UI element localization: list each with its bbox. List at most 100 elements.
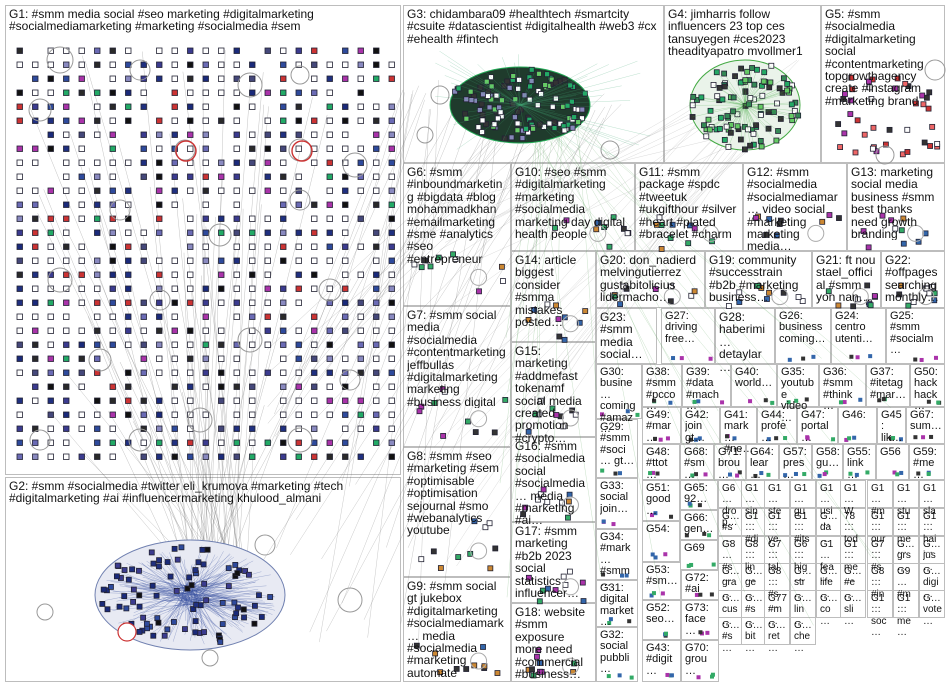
user-node — [853, 150, 858, 155]
user-node — [141, 104, 147, 110]
user-node — [219, 216, 225, 222]
user-node — [312, 412, 318, 418]
user-node — [389, 62, 395, 68]
group-label: G51: good… — [646, 483, 677, 517]
user-node — [157, 272, 163, 278]
user-node — [110, 258, 116, 264]
user-node — [79, 174, 85, 180]
user-node — [389, 146, 395, 152]
user-node — [17, 412, 23, 418]
user-node — [64, 356, 70, 362]
node-ring — [202, 650, 218, 666]
user-node — [659, 246, 664, 251]
user-node — [265, 118, 271, 124]
group-label: G50: hack hack… — [914, 367, 942, 413]
user-node — [296, 384, 302, 390]
group-panel-mini-44: G… vote… — [919, 590, 945, 618]
user-node — [265, 440, 271, 446]
cross-group-edge — [209, 50, 225, 594]
group-panel-g36: G36: #smm #think… — [819, 364, 866, 407]
user-node — [126, 577, 131, 582]
user-node — [250, 258, 256, 264]
user-node — [374, 146, 380, 152]
user-node — [250, 300, 256, 306]
user-node — [680, 356, 684, 360]
user-node — [855, 118, 860, 123]
user-node — [17, 216, 23, 222]
user-node — [895, 472, 899, 476]
user-node — [48, 300, 54, 306]
group-panel-mini-0: G6… drop… — [718, 480, 744, 508]
user-node — [256, 593, 261, 598]
group-label: G13: marketing social media business #sm… — [851, 166, 942, 240]
user-node — [64, 314, 70, 320]
user-node — [456, 86, 461, 91]
group-panel-mini-32: G… #e… — [840, 563, 866, 591]
group-label: G3: chidambara09 #healthtech #smartcity … — [407, 8, 661, 45]
user-node — [141, 342, 147, 348]
user-node — [250, 146, 256, 152]
user-node — [250, 188, 256, 194]
group-panel-mini-24: G7… #s… — [867, 536, 893, 564]
user-node — [374, 384, 380, 390]
user-node — [188, 258, 194, 264]
user-node — [64, 370, 70, 376]
user-node — [389, 244, 395, 250]
user-node — [296, 104, 302, 110]
user-node — [374, 440, 380, 446]
user-node — [150, 583, 155, 588]
user-node — [172, 342, 178, 348]
group-panel-g42: G42: join gt… — [681, 407, 720, 444]
user-node — [312, 90, 318, 96]
user-node — [64, 118, 70, 124]
user-node — [64, 90, 70, 96]
user-node — [296, 440, 302, 446]
group-label: G72: #ai — [685, 573, 716, 596]
user-node — [48, 118, 54, 124]
group-panel-mini-30: G… str… — [790, 563, 816, 591]
user-node — [557, 334, 562, 339]
user-node — [312, 286, 318, 292]
user-node — [358, 300, 364, 306]
user-node — [48, 76, 54, 82]
user-node — [374, 286, 380, 292]
user-node — [17, 258, 23, 264]
user-node — [33, 300, 39, 306]
user-node — [33, 314, 39, 320]
user-node — [552, 120, 557, 125]
user-node — [48, 216, 54, 222]
user-node — [157, 188, 163, 194]
user-node — [234, 286, 240, 292]
user-node — [110, 118, 116, 124]
user-node — [389, 258, 395, 264]
user-node — [296, 230, 302, 236]
user-node — [48, 244, 54, 250]
user-node — [95, 188, 101, 194]
user-node — [358, 398, 364, 404]
user-node — [265, 272, 271, 278]
node-ring — [431, 86, 449, 104]
user-node — [79, 188, 85, 194]
user-node — [172, 356, 178, 362]
user-node — [374, 258, 380, 264]
user-node — [374, 48, 380, 54]
user-node — [509, 135, 514, 140]
user-node — [219, 286, 225, 292]
user-node — [265, 174, 271, 180]
user-node — [234, 216, 240, 222]
user-node — [141, 62, 147, 68]
user-node — [582, 91, 587, 96]
user-node — [64, 62, 70, 68]
user-node — [281, 174, 287, 180]
user-node — [712, 563, 716, 567]
group-panel-mini-35: G… digi… — [919, 563, 945, 591]
user-node — [913, 435, 917, 439]
user-node — [358, 426, 364, 432]
user-node — [281, 230, 287, 236]
user-node — [607, 244, 612, 249]
group-label: G10: #seo #smm #digitalmarketing #market… — [515, 166, 632, 240]
user-node — [95, 258, 101, 264]
user-node — [480, 112, 485, 117]
user-node — [618, 471, 622, 475]
group-label: G18: website #smm exposure more need #co… — [515, 606, 593, 680]
